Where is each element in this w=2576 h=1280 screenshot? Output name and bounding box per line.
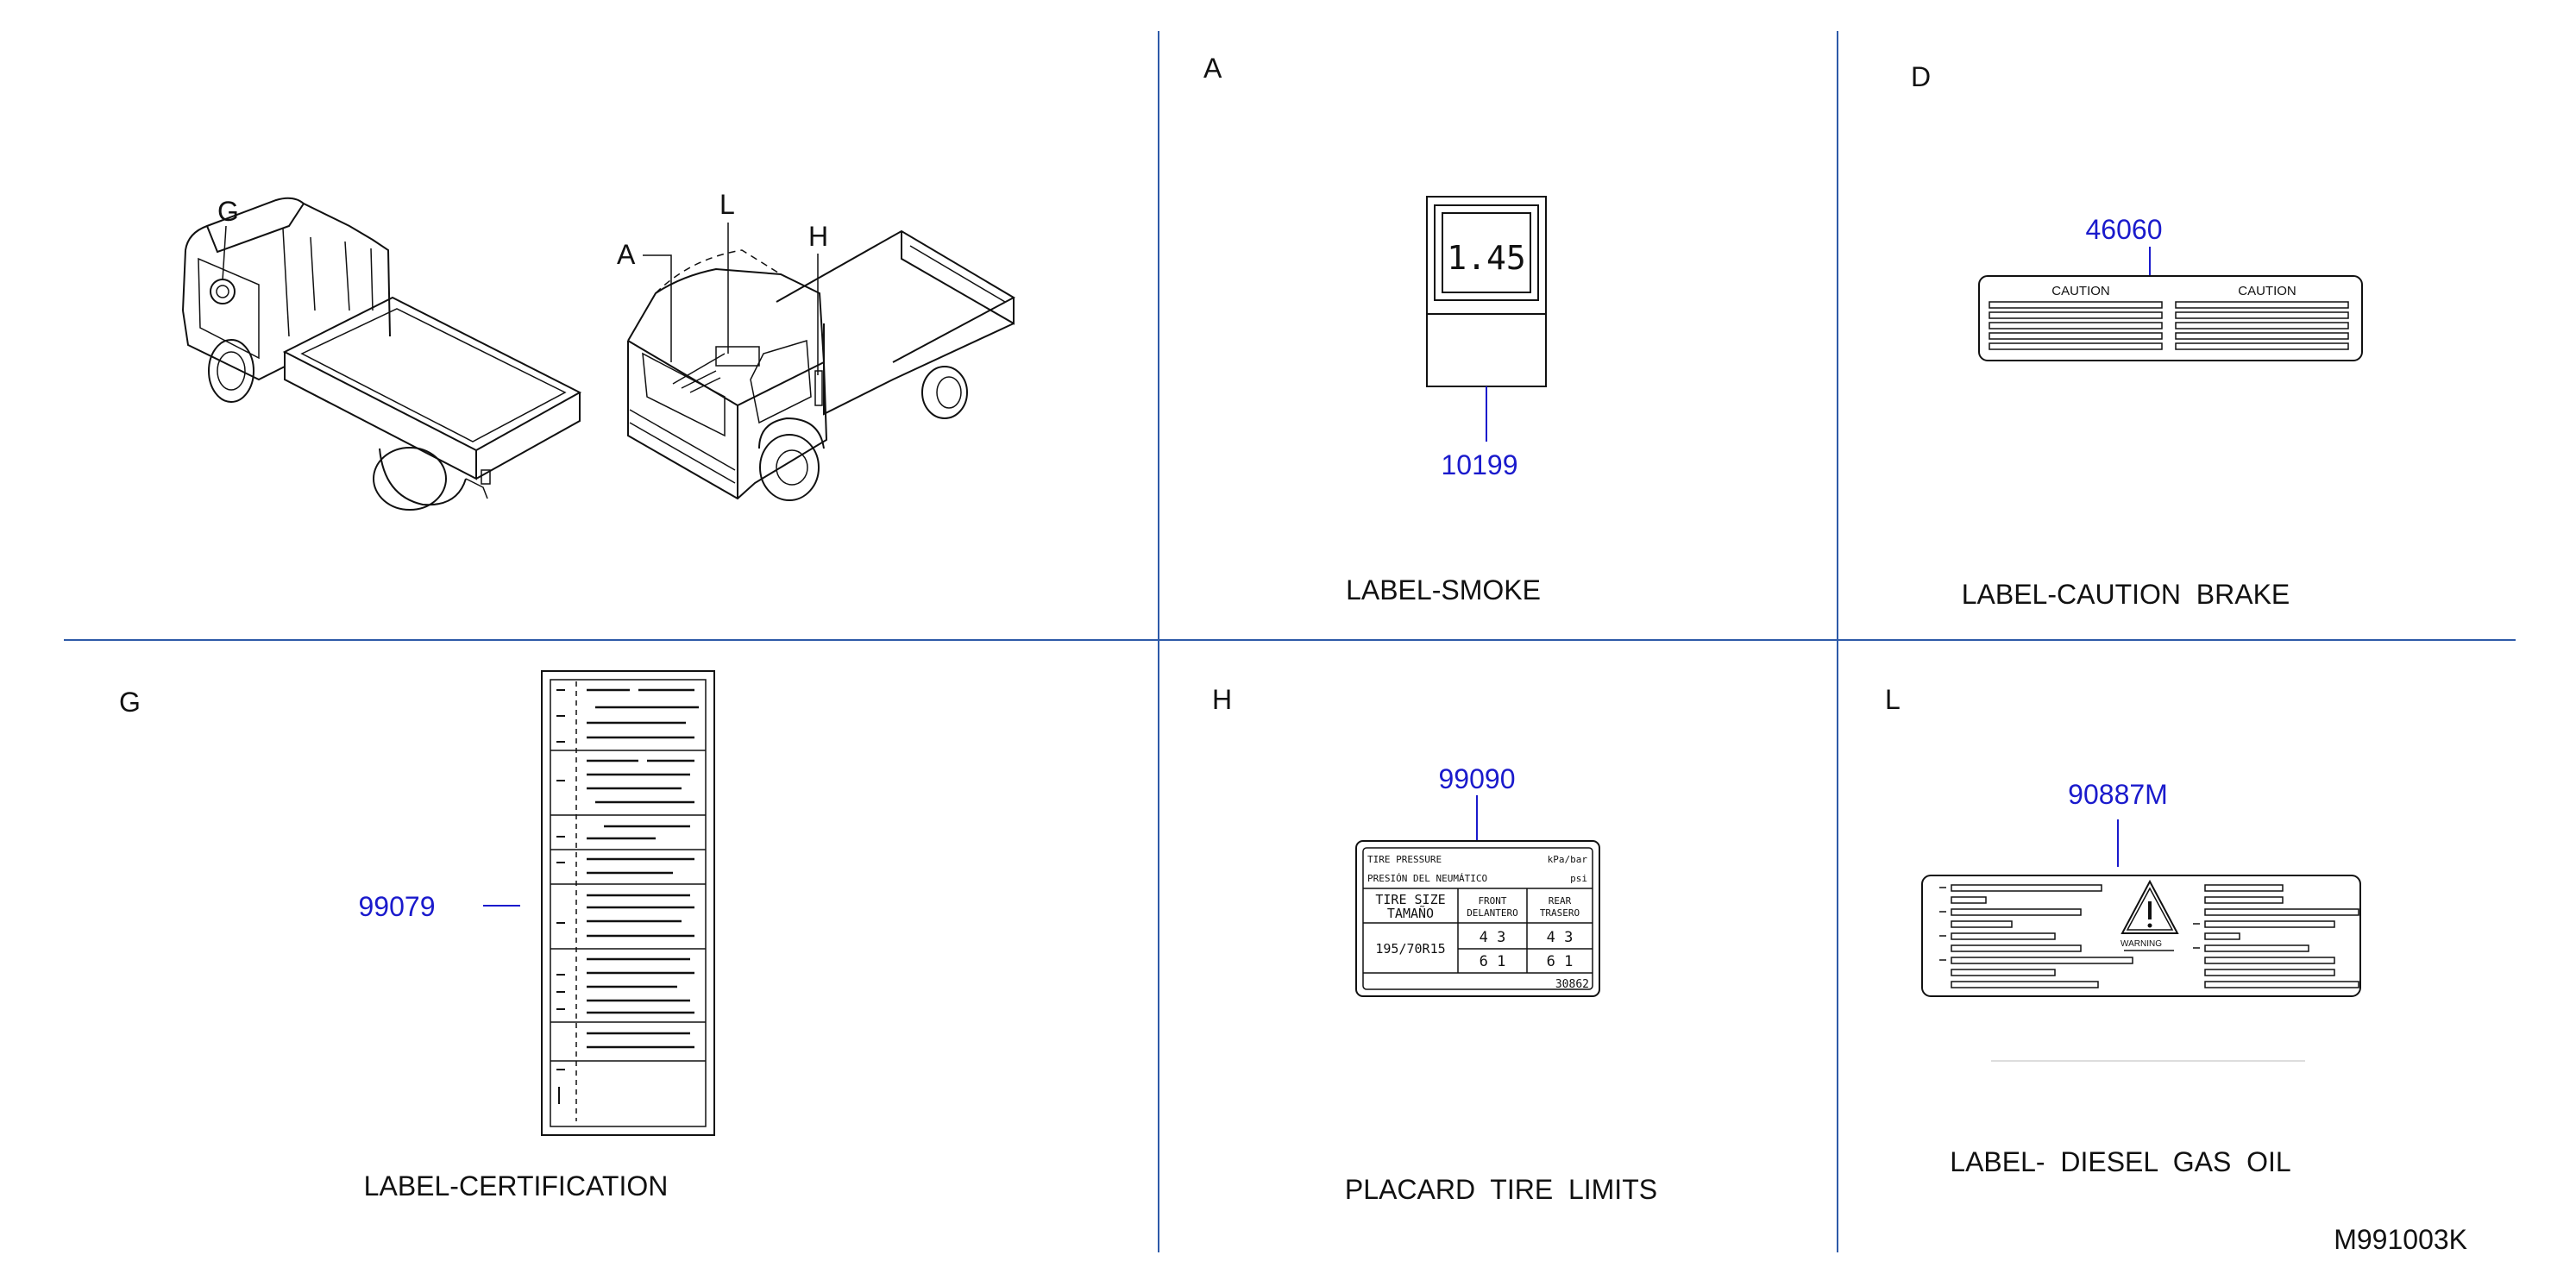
- panel-h: H 99090 TIRE PRESSURE kPa/bar PRESIÓN DE…: [1212, 684, 1657, 1205]
- caution-text-left: CAUTION: [2051, 284, 2110, 298]
- callout-letter-h: H: [808, 221, 828, 252]
- caption-label-caution-brake: LABEL-CAUTION BRAKE: [1962, 579, 2290, 610]
- caption-label-smoke: LABEL-SMOKE: [1346, 574, 1541, 605]
- placard-rear-top: 4 3: [1547, 929, 1574, 946]
- panel-l: L 90887M: [1885, 684, 2361, 1177]
- placard-front-bottom: 6 1: [1480, 953, 1506, 970]
- panel-g: G 99079: [119, 670, 715, 1202]
- smoke-value: 1.45: [1447, 239, 1526, 277]
- certification-label-drawing: [541, 670, 715, 1136]
- panel-a-letter: A: [1203, 53, 1222, 84]
- placard-header-front-b: DELANTERO: [1467, 907, 1518, 919]
- caption-label-certification: LABEL-CERTIFICATION: [364, 1170, 669, 1202]
- placard-header-front-a: FRONT: [1478, 895, 1506, 907]
- panel-a: A 1.45 10199 LABEL-SMOKE: [1203, 53, 1547, 605]
- panel-d-letter: D: [1911, 61, 1931, 92]
- callout-letter-g: G: [217, 196, 239, 227]
- callout-letter-l: L: [719, 189, 735, 220]
- placard-row1-left: TIRE PRESSURE: [1367, 854, 1442, 865]
- placard-footer: 30862: [1555, 978, 1589, 991]
- part-number-46060: 46060: [2086, 214, 2163, 245]
- warning-text: WARNING: [2120, 939, 2162, 949]
- part-number-99079: 99079: [359, 891, 436, 922]
- panel-g-letter: G: [119, 687, 141, 718]
- placard-front-top: 4 3: [1480, 929, 1506, 946]
- part-number-99090: 99090: [1439, 763, 1516, 794]
- tire-placard-drawing: TIRE PRESSURE kPa/bar PRESIÓN DEL NEUMÁT…: [1355, 840, 1600, 997]
- placard-row2-left: PRESIÓN DEL NEUMÁTICO: [1367, 873, 1487, 884]
- callout-letter-a: A: [617, 239, 636, 270]
- panel-l-letter: L: [1885, 684, 1901, 715]
- part-number-10199: 10199: [1442, 449, 1518, 480]
- smoke-label-drawing: 1.45: [1426, 196, 1547, 387]
- placard-rear-bottom: 6 1: [1547, 953, 1574, 970]
- panel-d: D 46060 CAUTION CAUTION LABEL-CAUTION BR…: [1911, 61, 2363, 610]
- figure-code: M991003K: [2334, 1224, 2467, 1255]
- placard-header-size-b: TAMAÑO: [1387, 905, 1434, 921]
- placard-row2-right: psi: [1570, 873, 1587, 884]
- warning-triangle-icon: [2120, 879, 2179, 934]
- caution-brake-label-drawing: CAUTION CAUTION: [1978, 275, 2363, 361]
- placard-header-size-a: TIRE SIZE: [1375, 892, 1445, 907]
- truck-callouts: G A L H: [217, 189, 828, 375]
- placard-header-rear-a: REAR: [1549, 895, 1572, 907]
- truck-front-view: [627, 229, 1016, 501]
- truck-rear-view: [182, 197, 582, 511]
- part-number-90887m: 90887M: [2068, 779, 2168, 810]
- placard-header-rear-b: TRASERO: [1540, 907, 1580, 919]
- panel-grid: [64, 31, 2516, 1252]
- diesel-gas-oil-label-drawing: WARNING: [1921, 875, 2361, 997]
- caption-label-diesel-gas-oil: LABEL- DIESEL GAS OIL: [1950, 1146, 2290, 1177]
- caution-text-right: CAUTION: [2238, 284, 2296, 298]
- caption-placard-tire-limits: PLACARD TIRE LIMITS: [1345, 1174, 1657, 1205]
- placard-row1-right: kPa/bar: [1548, 854, 1588, 865]
- panel-h-letter: H: [1212, 684, 1232, 715]
- placard-tire-size: 195/70R15: [1375, 941, 1445, 957]
